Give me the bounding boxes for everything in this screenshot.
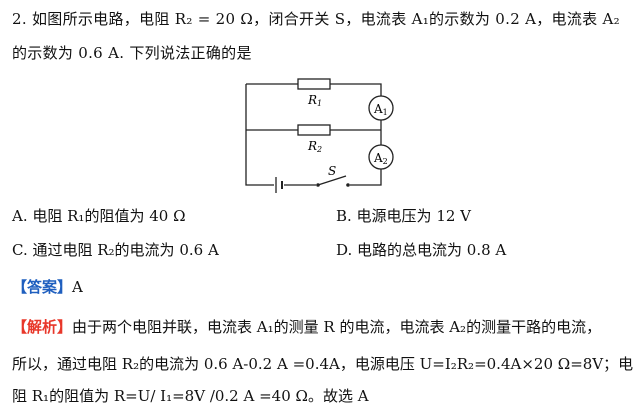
answer-tag: 【答案】 (12, 278, 73, 296)
analysis-line-3: 阻 R₁的阻值为 R=U/ I₁=8V /0.2 A =40 Ω。故选 A (12, 387, 369, 405)
analysis-line-2: 所以，通过电阻 R₂的电流为 0.6 A-0.2 A =0.4A，电源电压 U=… (12, 355, 634, 373)
a2-ammeter (368, 144, 394, 170)
switch-blade (317, 175, 347, 186)
option-a: A. 电阻 R₁的阻值为 40 Ω (12, 207, 186, 225)
answer-value: A (72, 278, 83, 296)
analysis-tag: 【解析】 (12, 318, 73, 336)
top-wire (246, 83, 382, 96)
option-c: C. 通过电阻 R₂的电流为 0.6 A (12, 241, 219, 259)
analysis-line-1: 【解析】由于两个电阻并联，电流表 A₁的测量 R 的电流，电流表 A₂的测量干路… (12, 316, 601, 337)
svg-text:R2: R2 (307, 139, 322, 154)
question-line-1: 2. 如图所示电路，电阻 R₂ = 20 Ω，闭合开关 S，电流表 A₁的示数为… (12, 10, 620, 28)
a1-ammeter (368, 95, 394, 121)
option-b: B. 电源电压为 12 V (336, 207, 472, 225)
question-line-2: 的示数为 0.6 A. 下列说法正确的是 (12, 44, 252, 62)
svg-text:R1: R1 (307, 93, 322, 108)
circuit-diagram: R1 R2 A1 A2 S (245, 78, 394, 193)
option-d: D. 电路的总电流为 0.8 A (336, 241, 507, 259)
analysis-text-1: 由于两个电阻并联，电流表 A₁的测量 R 的电流，电流表 A₂的测量干路的电流， (72, 318, 602, 336)
answer: 【答案】A (12, 276, 83, 297)
r2-resistor (297, 124, 331, 136)
switch-label: S (328, 164, 336, 178)
r1-resistor (297, 78, 331, 90)
outer-wire (245, 84, 382, 186)
